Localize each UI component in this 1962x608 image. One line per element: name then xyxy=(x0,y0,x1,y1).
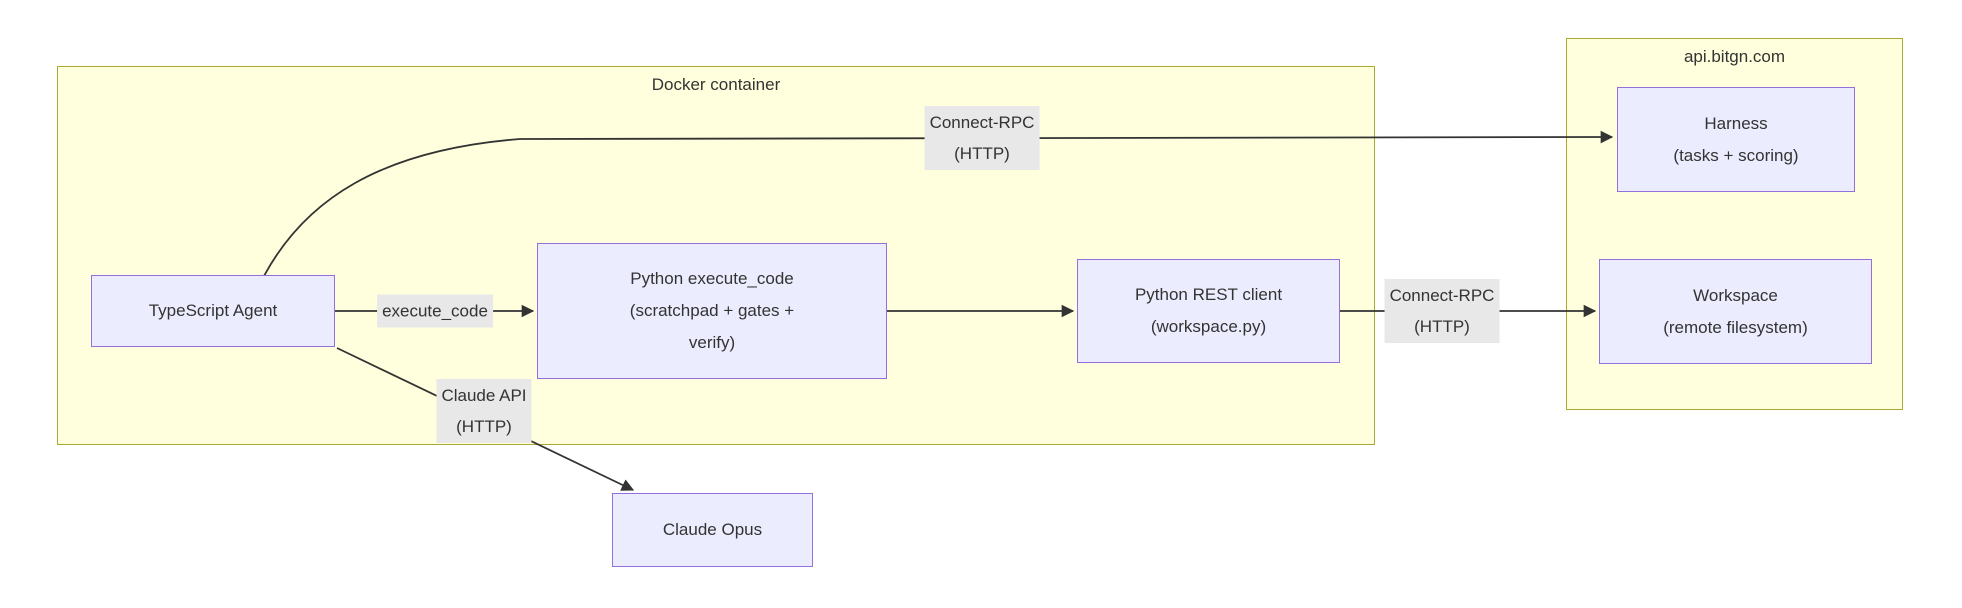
node-workspace-label-line2: (remote filesystem) xyxy=(1663,317,1808,337)
cluster-docker-container-title: Docker container xyxy=(651,75,781,94)
cluster-api-bitgn-com-title: api.bitgn.com xyxy=(1683,47,1786,66)
edge-label-line: (HTTP) xyxy=(954,144,1010,163)
node-typescript-agent: TypeScript Agent xyxy=(91,275,335,347)
edge-label-connect-rpc-http-right: Connect-RPC (HTTP) xyxy=(1384,279,1500,343)
node-python-execute-code: Python execute_code (scratchpad + gates … xyxy=(537,243,887,379)
edge-label-line: Connect-RPC xyxy=(929,113,1035,132)
node-claude-opus: Claude Opus xyxy=(612,493,813,567)
node-harness-label-line2: (tasks + scoring) xyxy=(1673,145,1799,165)
node-python-execute-code-label-line2: (scratchpad + gates + xyxy=(629,301,795,320)
node-python-rest-client: Python REST client (workspace.py) xyxy=(1077,259,1340,363)
node-python-rest-client-label-line1: Python REST client xyxy=(1134,285,1283,304)
node-python-rest-client-label-line2: (workspace.py) xyxy=(1150,317,1267,336)
node-workspace-label-line1: Workspace xyxy=(1693,285,1778,305)
node-harness: Harness (tasks + scoring) xyxy=(1617,87,1855,192)
node-typescript-agent-label: TypeScript Agent xyxy=(148,301,278,320)
node-python-execute-code-label-line1: Python execute_code xyxy=(630,269,794,288)
edge-label-execute-code: execute_code xyxy=(377,294,493,328)
edge-label-line: execute_code xyxy=(382,301,488,321)
edge-label-line: Claude API xyxy=(441,386,527,405)
edge-label-line: (HTTP) xyxy=(456,417,512,436)
node-harness-label-line1: Harness xyxy=(1704,113,1768,133)
edge-agent-to-harness xyxy=(263,130,1614,277)
edge-label-claude-api-http: Claude API (HTTP) xyxy=(436,379,532,443)
edge-label-connect-rpc-http-top: Connect-RPC (HTTP) xyxy=(924,106,1040,170)
node-workspace: Workspace (remote filesystem) xyxy=(1599,259,1872,364)
node-python-execute-code-label-line3: verify) xyxy=(688,333,736,352)
edge-label-line: (HTTP) xyxy=(1414,317,1470,336)
edge-label-line: Connect-RPC xyxy=(1389,286,1495,305)
node-claude-opus-label: Claude Opus xyxy=(662,520,763,539)
